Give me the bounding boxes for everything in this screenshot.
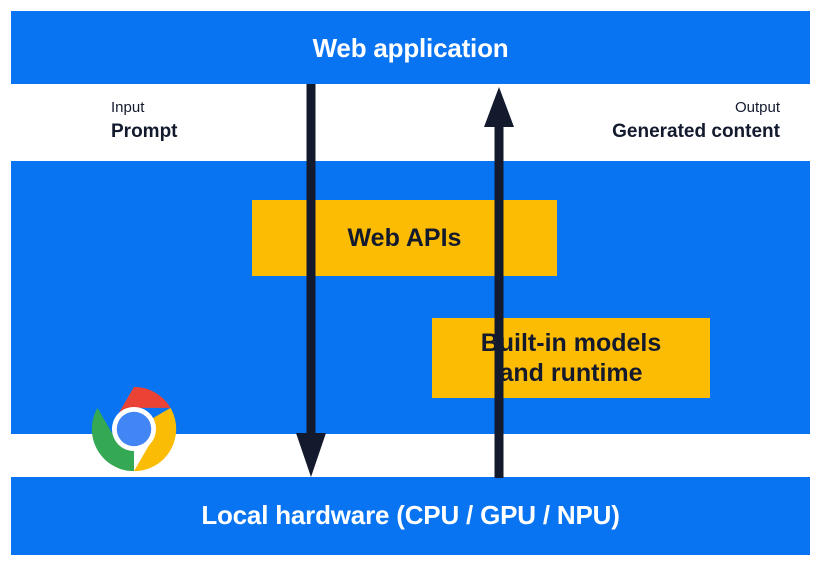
box-web-apis-label: Web APIs	[347, 223, 462, 252]
input-value: Prompt	[111, 120, 178, 142]
band-local-hardware-label: Local hardware (CPU / GPU / NPU)	[201, 500, 620, 530]
band-web-application: Web application	[11, 11, 810, 84]
box-builtin-models-label: Built-in models and runtime	[480, 329, 662, 387]
output-kicker: Output	[734, 99, 780, 116]
band-browser: Browser Web APIs Built-in models and run…	[11, 161, 810, 516]
input-kicker: Input	[111, 99, 145, 116]
input-flow-label: Input Prompt	[111, 99, 178, 144]
chrome-logo-icon	[91, 386, 176, 472]
box-builtin-models[interactable]: Built-in models and runtime	[432, 318, 710, 398]
box-web-apis[interactable]: Web APIs	[252, 200, 557, 276]
browser-identity: Browser	[71, 383, 196, 517]
band-local-hardware: Local hardware (CPU / GPU / NPU)	[11, 477, 810, 555]
output-value: Generated content	[612, 120, 780, 142]
band-web-application-label: Web application	[312, 33, 509, 63]
output-flow-label: Output Generated content	[612, 99, 780, 144]
